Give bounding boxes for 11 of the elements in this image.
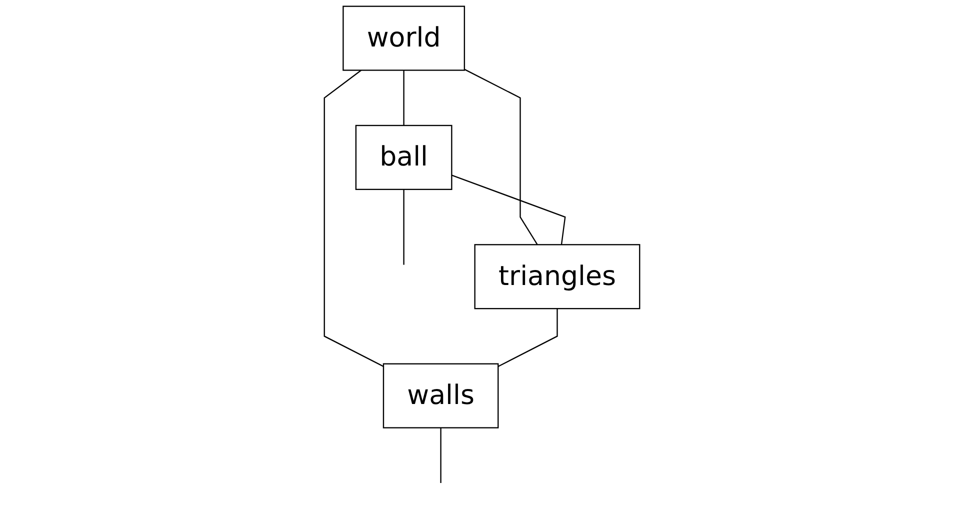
node-box: triangles (474, 244, 640, 310)
connector (324, 70, 384, 367)
node-box: ball (355, 124, 452, 190)
node-box: world (342, 6, 466, 71)
connector (498, 308, 558, 367)
node-box: walls (382, 363, 499, 428)
connector (403, 70, 404, 126)
connector (451, 174, 566, 245)
connector (464, 68, 538, 245)
connector (403, 189, 404, 265)
connector (440, 428, 442, 483)
